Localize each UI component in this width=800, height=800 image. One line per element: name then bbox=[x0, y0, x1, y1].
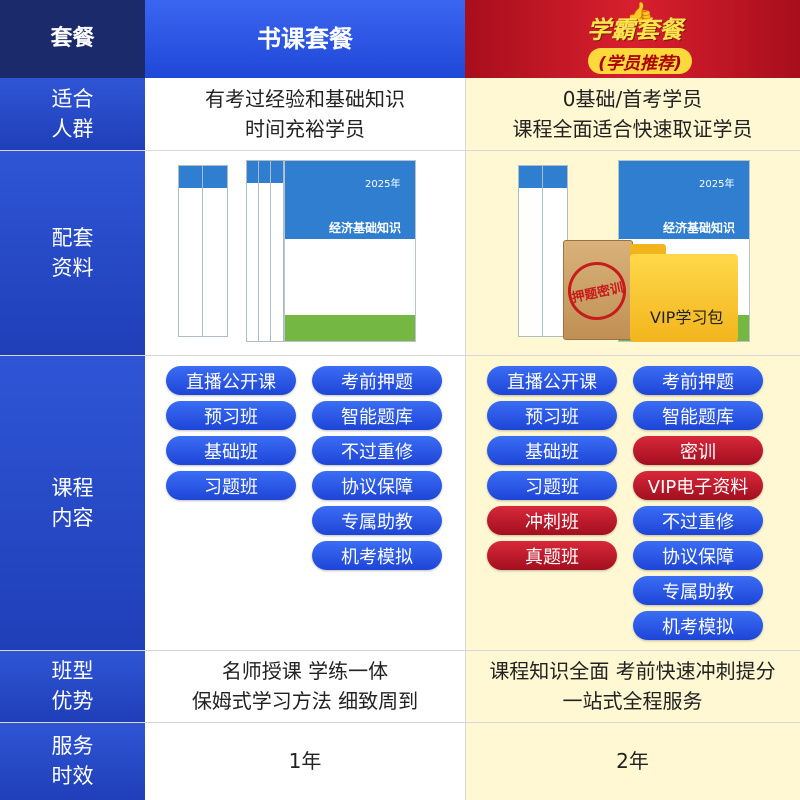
premium-duration: 2年 bbox=[465, 722, 800, 800]
row-divider bbox=[0, 650, 800, 651]
course-pill-highlight: 真题班 bbox=[487, 541, 617, 570]
premium-courses bbox=[465, 355, 800, 650]
basic-plan-title: 书课套餐 bbox=[145, 0, 465, 78]
premium-audience-line: 0基础/首考学员 bbox=[562, 87, 703, 111]
row-label-duration: 服务 时效 bbox=[0, 722, 145, 800]
course-pill-highlight: 冲刺班 bbox=[487, 506, 617, 535]
course-pill: 协议保障 bbox=[312, 471, 442, 500]
folder-label: VIP学习包 bbox=[650, 308, 724, 327]
course-pill: 直播公开课 bbox=[166, 366, 296, 395]
book-year: 2025年 bbox=[365, 179, 401, 190]
premium-recommend-badge: (学员推荐) bbox=[588, 48, 692, 74]
column-divider bbox=[465, 78, 466, 800]
premium-advantage: 课程知识全面 考前快速冲刺提分 一站式全程服务 bbox=[465, 650, 800, 722]
basic-duration: 1年 bbox=[145, 722, 465, 800]
book-title: 经济基础知识 bbox=[329, 221, 402, 235]
course-pill: 基础班 bbox=[166, 436, 296, 465]
premium-advantage-line: 一站式全程服务 bbox=[562, 689, 703, 713]
course-pill: 机考模拟 bbox=[633, 611, 763, 640]
book-title: 经济基础知识 bbox=[663, 221, 736, 235]
premium-audience-line: 课程全面适合快速取证学员 bbox=[512, 117, 753, 141]
course-pill: 智能题库 bbox=[633, 401, 763, 430]
premium-advantage-line: 课程知识全面 考前快速冲刺提分 bbox=[489, 659, 776, 683]
course-pill: 直播公开课 bbox=[487, 366, 617, 395]
row-divider bbox=[0, 150, 800, 151]
row-label-materials: 配套 资料 bbox=[0, 150, 145, 355]
course-pill: 预习班 bbox=[487, 401, 617, 430]
folder-icon bbox=[630, 254, 738, 342]
basic-audience: 有考过经验和基础知识 时间充裕学员 bbox=[145, 78, 465, 150]
course-pill-highlight: VIP电子资料 bbox=[633, 471, 763, 500]
course-pill: 习题班 bbox=[166, 471, 296, 500]
course-pill: 基础班 bbox=[487, 436, 617, 465]
book-year: 2025年 bbox=[699, 179, 735, 190]
course-pill: 考前押题 bbox=[312, 366, 442, 395]
course-pill-highlight: 密训 bbox=[633, 436, 763, 465]
header-col-label: 套餐 bbox=[0, 0, 145, 78]
basic-advantage-line: 名师授课 学练一体 bbox=[221, 659, 389, 683]
basic-courses bbox=[145, 355, 465, 650]
basic-advantage-line: 保姆式学习方法 细致周到 bbox=[191, 689, 419, 713]
course-pill: 专属助教 bbox=[312, 506, 442, 535]
envelope-icon bbox=[563, 240, 633, 340]
basic-audience-line: 时间充裕学员 bbox=[245, 117, 365, 141]
premium-plan-title: 学霸套餐 bbox=[587, 16, 683, 44]
row-label-audience: 适合 人群 bbox=[0, 78, 145, 150]
book-spine bbox=[518, 165, 544, 337]
course-pill: 不过重修 bbox=[633, 506, 763, 535]
basic-advantage: 名师授课 学练一体 保姆式学习方法 细致周到 bbox=[145, 650, 465, 722]
book-spine bbox=[202, 165, 228, 337]
course-pill: 考前押题 bbox=[633, 366, 763, 395]
course-pill: 预习班 bbox=[166, 401, 296, 430]
premium-audience: 0基础/首考学员 课程全面适合快速取证学员 bbox=[465, 78, 800, 150]
basic-audience-line: 有考过经验和基础知识 bbox=[205, 87, 405, 111]
thumbs-up-icon: 👍 bbox=[626, 2, 654, 27]
book-spine bbox=[270, 160, 284, 342]
course-pill: 智能题库 bbox=[312, 401, 442, 430]
book-spine bbox=[178, 165, 204, 337]
course-pill: 专属助教 bbox=[633, 576, 763, 605]
row-divider bbox=[0, 722, 800, 723]
row-label-courses: 课程 内容 bbox=[0, 355, 145, 650]
row-divider bbox=[0, 355, 800, 356]
row-label-advantage: 班型 优势 bbox=[0, 650, 145, 722]
book-spine bbox=[246, 160, 260, 342]
book-cover: 2025年 经济基础知识 bbox=[284, 160, 416, 342]
course-pill: 习题班 bbox=[487, 471, 617, 500]
course-pill: 机考模拟 bbox=[312, 541, 442, 570]
course-pill: 不过重修 bbox=[312, 436, 442, 465]
course-pill: 协议保障 bbox=[633, 541, 763, 570]
